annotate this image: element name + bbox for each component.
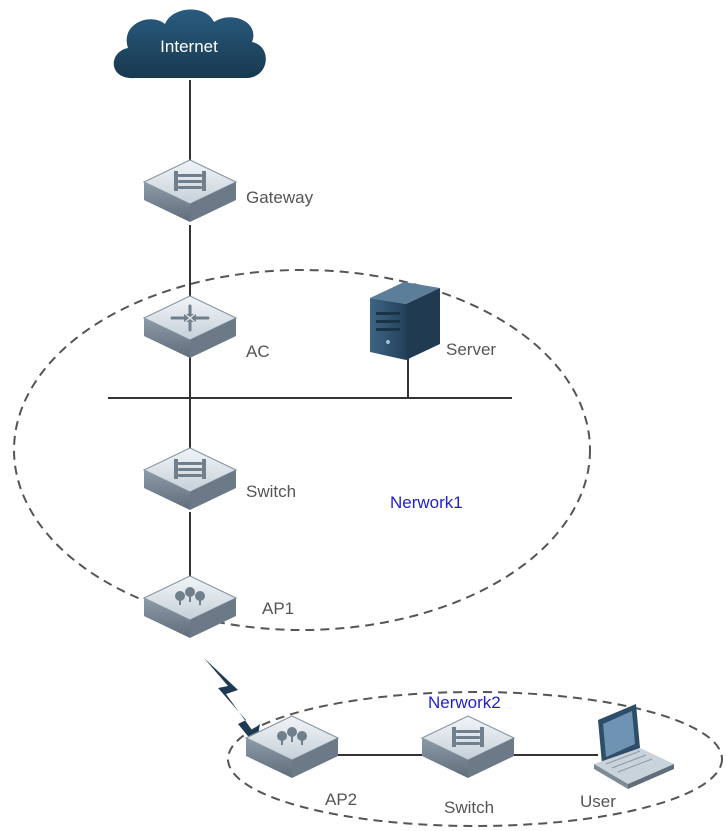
router-icon xyxy=(143,159,237,223)
network1-zone xyxy=(13,269,591,631)
switch2-label: Switch xyxy=(444,798,494,817)
lightning-bolt-icon xyxy=(204,658,260,746)
access-controller-icon xyxy=(143,295,237,359)
ap1-label: AP1 xyxy=(262,599,294,618)
switch-icon xyxy=(143,447,237,511)
network1-label: Nerwork1 xyxy=(390,493,463,512)
gateway-label: Gateway xyxy=(246,188,314,207)
laptop-icon xyxy=(594,704,674,789)
server-tower-icon xyxy=(370,282,440,360)
switch-icon xyxy=(421,715,515,779)
access-point-icon xyxy=(245,715,339,779)
internet-label: Internet xyxy=(160,37,218,56)
network2-label: Nerwork2 xyxy=(428,693,501,712)
ac-label: AC xyxy=(246,342,270,361)
ap2-label: AP2 xyxy=(325,790,357,809)
server-label: Server xyxy=(446,340,496,359)
network2-zone xyxy=(227,691,723,827)
cloud-icon xyxy=(113,9,266,79)
switch1-label: Switch xyxy=(246,482,296,501)
user-label: User xyxy=(580,792,616,811)
access-point-icon xyxy=(143,575,237,639)
